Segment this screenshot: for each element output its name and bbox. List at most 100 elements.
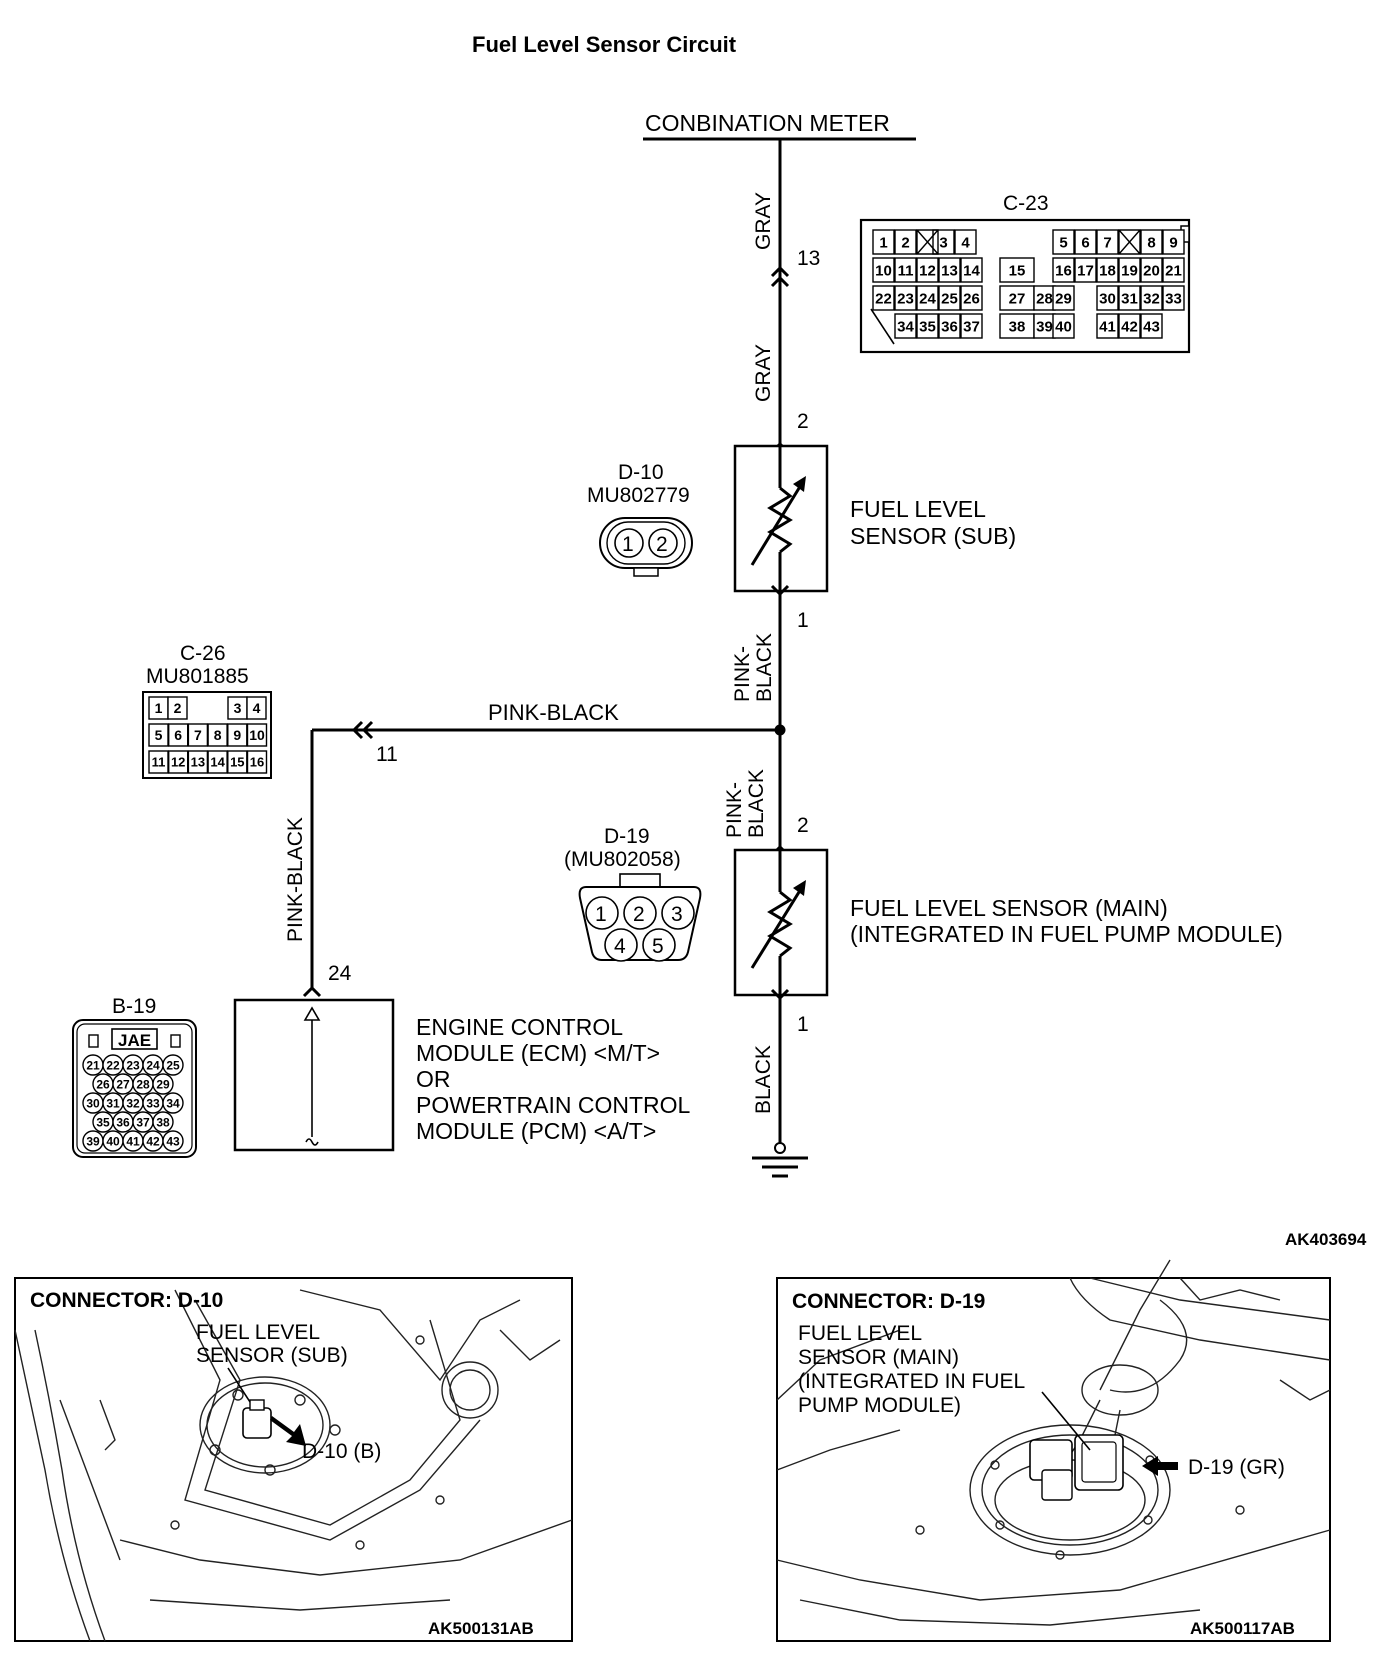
wire-pink-black-left-label: PINK-BLACK bbox=[284, 817, 307, 942]
c26-part: MU801885 bbox=[146, 665, 249, 688]
c23-pin-26-cell bbox=[960, 285, 983, 311]
wire-black-label: BLACK bbox=[752, 1045, 775, 1114]
b19-pin-34-label: 34 bbox=[166, 1096, 180, 1110]
pin-13-label: 13 bbox=[797, 247, 820, 270]
main-sensor-arrowhead bbox=[793, 880, 806, 896]
photo-d19-callout-line2: SENSOR (MAIN) bbox=[798, 1346, 959, 1369]
c23-pin-4-label: 4 bbox=[961, 234, 970, 251]
c23-pin-37-label: 37 bbox=[963, 318, 980, 335]
c23-pin-5-cell bbox=[1052, 229, 1075, 255]
c23-pin-10-cell bbox=[872, 257, 895, 283]
b19-pin-25-cell bbox=[162, 1054, 184, 1076]
sub-sensor-resistor bbox=[767, 486, 793, 554]
c23-pin-12-label: 12 bbox=[919, 262, 936, 279]
wire-gray-label-1: GRAY bbox=[752, 192, 775, 250]
b19-pin-29-label: 29 bbox=[156, 1077, 170, 1091]
photo-d19-callout-line4: PUMP MODULE) bbox=[798, 1394, 961, 1417]
c26-pin-7-cell bbox=[187, 723, 209, 747]
c23-pin-25-label: 25 bbox=[941, 290, 958, 307]
c23-pin-18-label: 18 bbox=[1099, 262, 1116, 279]
b19-pin-31-label: 31 bbox=[106, 1096, 120, 1110]
c23-pin-8-label: 8 bbox=[1147, 234, 1155, 251]
c23-pin-43-label: 43 bbox=[1143, 318, 1160, 335]
sensor-sub-label-line1: FUEL LEVEL bbox=[850, 496, 986, 522]
c23-pin-42-cell bbox=[1118, 313, 1141, 339]
photo-d10-frame bbox=[14, 1277, 573, 1642]
wire-gray-label-2: GRAY bbox=[752, 344, 775, 402]
b19-pin-28-label: 28 bbox=[136, 1077, 150, 1091]
c26-pin-16-cell bbox=[246, 750, 268, 774]
c23-pin-31-label: 31 bbox=[1121, 290, 1138, 307]
d10-name: D-10 bbox=[618, 461, 664, 484]
wire-pink-black-label-2a: PINK- bbox=[723, 782, 746, 838]
b19-pin-38-cell bbox=[152, 1111, 174, 1133]
d19-part: (MU802058) bbox=[564, 848, 681, 871]
b19-pin-24-label: 24 bbox=[146, 1058, 160, 1072]
connector-chevron-13 bbox=[770, 265, 790, 288]
d19-pin-5 bbox=[642, 928, 676, 962]
main-sensor-resistor bbox=[767, 890, 793, 958]
photo-d19-callout-line3: (INTEGRATED IN FUEL bbox=[798, 1370, 1025, 1393]
c26-pin-9-label: 9 bbox=[233, 727, 241, 743]
d10-pin-2-label: 2 bbox=[656, 533, 668, 556]
c23-pin-11-label: 11 bbox=[898, 262, 914, 279]
c26-pin-4-cell bbox=[246, 696, 267, 720]
c23-pin-37-cell bbox=[960, 313, 983, 339]
c23-pin-33-label: 33 bbox=[1165, 290, 1182, 307]
c23-pin-17-cell bbox=[1074, 257, 1097, 283]
c23-pin-13-cell bbox=[938, 257, 961, 283]
d19-pin-3 bbox=[661, 896, 695, 930]
b19-pin-42-label: 42 bbox=[146, 1134, 160, 1148]
main-sensor-bottom-chevron bbox=[770, 988, 790, 1001]
ecm-label-line5: MODULE (PCM) <A/T> bbox=[416, 1118, 656, 1144]
c23-pin-36-cell bbox=[938, 313, 961, 339]
b19-name: B-19 bbox=[112, 995, 156, 1018]
sub-sensor-arrowhead bbox=[793, 476, 806, 492]
b19-inner bbox=[76, 1023, 193, 1154]
pin-2-sub-label: 2 bbox=[797, 410, 809, 433]
c23-pin-35-cell bbox=[916, 313, 939, 339]
c23-pin-27-cell bbox=[999, 285, 1035, 311]
photo-d10-title: CONNECTOR: D-10 bbox=[30, 1289, 223, 1312]
photo-d10-leader bbox=[227, 1367, 251, 1403]
b19-pin-27-label: 27 bbox=[116, 1077, 130, 1091]
c23-pin-7-label: 7 bbox=[1103, 234, 1111, 251]
b19-brand: JAE bbox=[118, 1031, 151, 1050]
c26-pin-10-cell bbox=[246, 723, 268, 747]
c23-pin-40-cell bbox=[1052, 313, 1075, 339]
c26-pin-12-label: 12 bbox=[171, 755, 185, 770]
b19-pin-25-label: 25 bbox=[166, 1058, 180, 1072]
wire-pink-black-label-1b: BLACK bbox=[753, 633, 776, 702]
wire-pink-black-label-1a: PINK- bbox=[731, 646, 754, 702]
c23-pin-42-label: 42 bbox=[1121, 318, 1138, 335]
c23-pin-4-cell bbox=[954, 229, 977, 255]
c23-pin-40-label: 40 bbox=[1055, 318, 1072, 335]
c26-pin-13-cell bbox=[187, 750, 209, 774]
d10-housing bbox=[599, 517, 693, 569]
photo-d10-sketch bbox=[14, 1289, 573, 1642]
figure-id: AK403694 bbox=[1285, 1230, 1367, 1249]
connector-d19: D-19 (MU802058) 1 2 3 4 5 bbox=[564, 825, 702, 962]
c23-pin-13-label: 13 bbox=[941, 262, 958, 279]
c23-pin-29-label: 29 bbox=[1055, 290, 1072, 307]
photo-d10-callout-line1: FUEL LEVEL bbox=[196, 1321, 320, 1344]
ecm-internal-resistor bbox=[305, 1138, 319, 1146]
c23-pin-20-cell bbox=[1140, 257, 1163, 283]
c23-pin-12-cell bbox=[916, 257, 939, 283]
ecm-label-line4: POWERTRAIN CONTROL bbox=[416, 1092, 691, 1118]
c26-pin-4-label: 4 bbox=[253, 700, 261, 716]
d19-pin-3-label: 3 bbox=[671, 903, 683, 926]
c23-pin-23-label: 23 bbox=[897, 290, 914, 307]
sensor-main-label-line2: (INTEGRATED IN FUEL PUMP MODULE) bbox=[850, 921, 1283, 947]
b19-pin-37-label: 37 bbox=[136, 1115, 150, 1129]
sub-sensor-bottom-chevron bbox=[770, 584, 790, 597]
d10-pin-1 bbox=[614, 528, 644, 558]
c26-pin-2-cell bbox=[167, 696, 188, 720]
c23-pin-30-cell bbox=[1096, 285, 1119, 311]
c26-pin-7-label: 7 bbox=[194, 727, 202, 743]
c23-pin-2-cell bbox=[894, 229, 917, 255]
c23-blank-cell bbox=[916, 229, 939, 255]
c26-pin-10-label: 10 bbox=[249, 727, 265, 743]
c23-pin-38-label: 38 bbox=[1009, 318, 1026, 335]
